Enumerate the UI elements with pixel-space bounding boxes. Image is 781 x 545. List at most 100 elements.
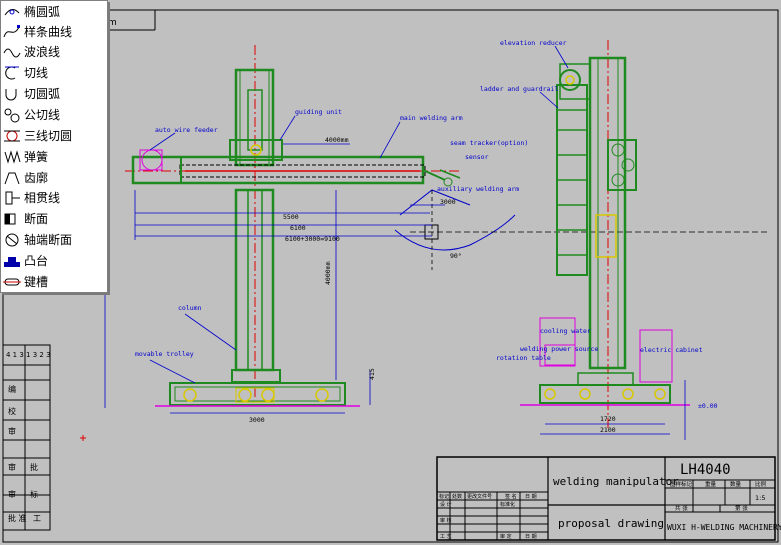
tb-header-label: 图样标记 <box>670 480 693 488</box>
left-table-cell: 4 1 3 1 3 2 3 <box>6 351 51 359</box>
tb-rev-label: 更改文件号 <box>467 493 492 500</box>
menu-item-shaft-end-section[interactable]: 轴端断面 <box>1 229 107 250</box>
menu-item-label: 凸台 <box>24 254 49 268</box>
dim-6100-sum: 6100+3000=9100 <box>285 235 340 243</box>
left-table-cell: 审 <box>8 489 16 499</box>
tb-header-label: 数量 <box>730 480 742 488</box>
tb-sign-label: 审 定 <box>500 533 512 540</box>
tooth-profile-icon <box>4 172 20 184</box>
wave-line-icon <box>3 48 21 57</box>
tb-sign-label: 标准化 <box>500 501 515 508</box>
menu-item-wave-line[interactable]: 波浪线 <box>1 41 107 62</box>
tb-rev-label: 签 名 <box>505 493 517 500</box>
dim-1720: 1720 <box>600 415 616 423</box>
menu-item-label: 椭圆弧 <box>24 5 61 19</box>
menu-item-boss[interactable]: 凸台 <box>1 250 107 271</box>
menu-item-common-tangent[interactable]: 公切线 <box>1 104 107 125</box>
tb-rev-label: 处数 <box>452 493 462 500</box>
shaft-end-section-icon <box>5 233 19 246</box>
title-block: LH4040 welding manipulator proposal draw… <box>436 456 781 541</box>
tb-header-label: 重量 <box>705 480 717 488</box>
menu-item-label: 样条曲线 <box>24 25 73 39</box>
side-view: elevation reducer ladder and guardrail c… <box>480 39 718 440</box>
spring-icon <box>4 149 21 164</box>
left-table-cell: 工 <box>33 514 41 523</box>
left-table-cell: 审 <box>8 462 16 472</box>
label-trolley: movable trolley <box>135 350 194 358</box>
menu-item-tangent-arc[interactable]: 切圆弧 <box>1 83 107 104</box>
section-icon <box>4 213 16 224</box>
label-power-source: welding power source <box>520 345 598 353</box>
common-tangent-icon <box>4 108 20 122</box>
label-cooling-water: cooling water <box>540 327 591 335</box>
dim-4000mm: 4000mm <box>325 136 349 144</box>
dim-angle: 90° <box>450 252 462 260</box>
label-rotation-table: rotation table <box>496 354 551 362</box>
dim-2100: 2100 <box>600 426 616 434</box>
company-name: WUXI H-WELDING MACHINERY CO.,LTD <box>667 523 781 532</box>
dim-3000-base: 3000 <box>249 416 265 424</box>
left-table-cell: 编 <box>8 384 16 394</box>
ellipse-arc-icon <box>4 8 20 15</box>
menu-item-spring[interactable]: 弹簧 <box>1 146 107 167</box>
left-table-cell: 审 <box>8 426 16 436</box>
menu-item-label: 相贯线 <box>24 191 61 205</box>
label-guiding-unit: guiding unit <box>295 108 342 116</box>
tb-header-label: 比例 <box>755 480 767 488</box>
menu-item-label: 三线切圆 <box>24 129 73 143</box>
frame-label: m <box>108 18 117 28</box>
label-ladder: ladder and guardrail <box>480 85 558 93</box>
draw-popup-menu: 椭圆弧 样条曲线 波浪线 切线 切圆弧 公切线 三线切圆 弹簧 齿廓 相贯线 断… <box>0 0 108 293</box>
menu-item-label: 齿廓 <box>24 171 49 185</box>
left-table-cell: 批 <box>30 462 38 472</box>
drawing-subtitle: proposal drawing <box>558 517 664 530</box>
menu-item-label: 断面 <box>24 212 49 226</box>
tb-sign-label: 工 艺 <box>440 534 452 540</box>
tangent-arc-icon <box>5 88 17 100</box>
menu-item-label: 键槽 <box>24 275 49 289</box>
tb-sheet-label: 第 张 <box>735 504 748 512</box>
dim-3000-arm: 3000 <box>440 198 456 206</box>
label-auto-wire-feeder: auto wire feeder <box>155 126 218 134</box>
drawing-outer-frame <box>2 9 779 543</box>
label-electric-cabinet: electric cabinet <box>640 346 703 354</box>
cursor-cross-marker <box>80 435 86 441</box>
label-column: column <box>178 304 202 312</box>
left-table-cell: 批 准 <box>8 513 27 523</box>
menu-item-spline[interactable]: 样条曲线 <box>1 21 107 42</box>
menu-item-tooth-profile[interactable]: 齿廓 <box>1 167 107 188</box>
menu-item-ellipse-arc[interactable]: 椭圆弧 <box>1 1 107 22</box>
front-view: guiding unit main welding arm seam track… <box>104 45 770 424</box>
drawing-code: LH4040 <box>680 462 731 478</box>
left-table-cell: 校 <box>8 406 16 416</box>
menu-item-label: 公切线 <box>24 108 61 122</box>
dim-415: 415 <box>368 368 376 380</box>
menu-item-label: 切圆弧 <box>24 87 61 101</box>
three-line-circle-icon <box>4 130 20 141</box>
tb-sign-label: 日 期 <box>525 534 537 540</box>
keyway-icon <box>3 278 21 285</box>
left-info-table: 4 1 3 1 3 2 3 编 校 审 审 批 审 标 批 准 工 <box>2 344 51 531</box>
label-level: ±0.00 <box>698 402 718 410</box>
intersection-line-icon <box>5 191 20 204</box>
menu-item-label: 切线 <box>24 66 49 80</box>
menu-item-section[interactable]: 断面 <box>1 208 107 229</box>
menu-item-keyway[interactable]: 键槽 <box>1 271 107 292</box>
dim-5500: 5500 <box>283 213 299 221</box>
label-auxiliary-arm: auxiliary welding arm <box>437 185 519 193</box>
boss-icon <box>4 256 20 267</box>
dim-4000-vertical: 4000mm <box>324 261 332 285</box>
tb-rev-label: 标记 <box>439 493 449 500</box>
label-elevation-reducer: elevation reducer <box>500 39 567 47</box>
tangent-icon <box>5 66 19 79</box>
menu-item-tangent[interactable]: 切线 <box>1 62 107 83</box>
menu-item-intersection-line[interactable]: 相贯线 <box>1 187 107 208</box>
menu-item-three-line-circle[interactable]: 三线切圆 <box>1 125 107 146</box>
tb-sign-label: 审 核 <box>440 517 452 524</box>
label-sensor: sensor <box>465 153 489 161</box>
drawing-name: welding manipulator <box>553 475 679 488</box>
menu-item-label: 轴端断面 <box>24 233 73 247</box>
tb-rev-label: 日 期 <box>525 494 537 500</box>
spline-icon <box>3 24 20 37</box>
